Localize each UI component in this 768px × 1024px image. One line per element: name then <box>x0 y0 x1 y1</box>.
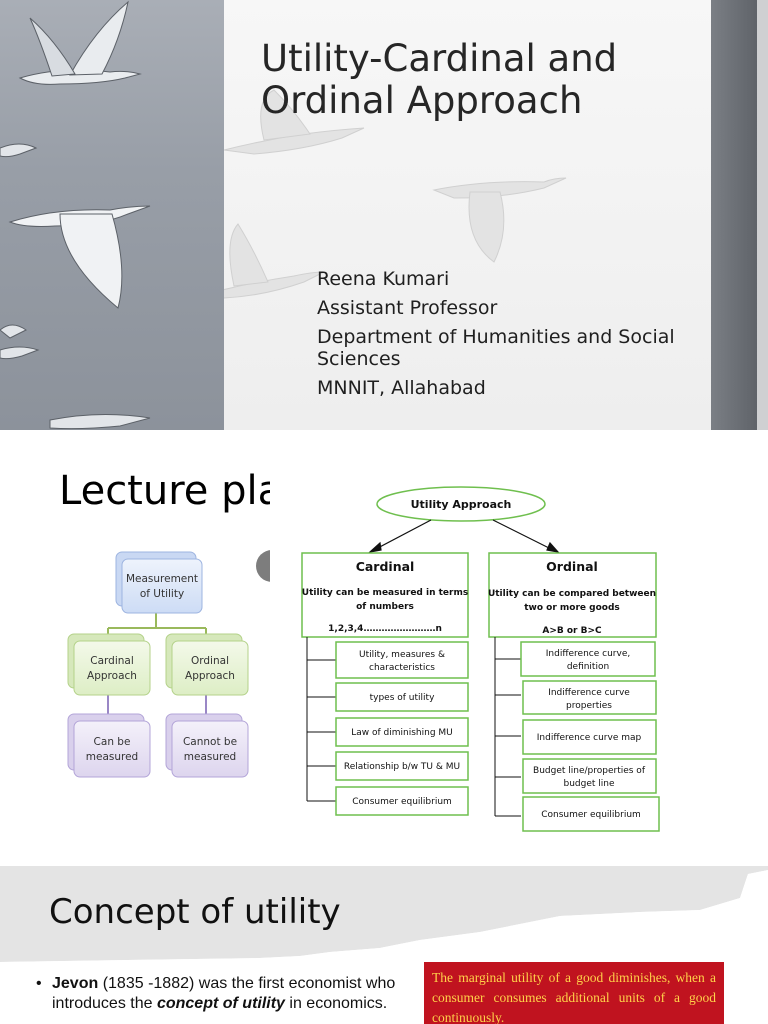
author-name: Reena Kumari <box>317 268 450 290</box>
chart-node-root: Measurement of Utility <box>115 551 203 614</box>
cardinal-item-4: Relationship b/w TU & MU <box>344 762 460 772</box>
flying-birds-image <box>0 0 151 430</box>
marginal-utility-quote: The marginal utility of a good diminishe… <box>424 962 724 1024</box>
node-text: measured <box>184 751 236 763</box>
ordinal-desc: two or more goods <box>524 603 620 613</box>
title-slide: Utility-Cardinal and Ordinal Approach Re… <box>0 0 768 430</box>
faded-birds-image <box>212 89 567 299</box>
side-edge <box>757 0 768 430</box>
cardinal-box: Cardinal Utility can be measured in term… <box>301 552 469 638</box>
bullet-point: • Jevon (1835 -1882) was the first econo… <box>36 974 396 1014</box>
node-text: Ordinal <box>191 655 229 667</box>
title-line-1: Utility-Cardinal and <box>261 37 618 80</box>
diagram-root-label: Utility Approach <box>411 498 512 511</box>
concept-of-utility-slide: Concept of utility • Jevon (1835 -1882) … <box>0 840 768 1024</box>
chart-node-cannot-be-measured: Cannot be measured <box>165 713 249 778</box>
cardinal-item-1: characteristics <box>369 663 435 673</box>
ordinal-box: Ordinal Utility can be compared between … <box>488 552 657 638</box>
ordinal-item-1: definition <box>567 662 609 672</box>
ordinal-item-1: Indifference curve, <box>546 649 630 659</box>
node-text: Cardinal <box>90 655 134 667</box>
utility-approach-card: Utility Approach Cardinal Utility can be… <box>270 470 685 840</box>
chart-node-can-be-measured: Can be measured <box>67 713 151 778</box>
ordinal-desc: Utility can be compared between <box>488 589 656 599</box>
cardinal-example: 1,2,3,4……………………n <box>328 624 442 634</box>
cardinal-item-1: Utility, measures & <box>359 650 445 660</box>
lecture-plan-slide: Lecture plan Measurement of Utility <box>0 430 768 840</box>
author-institute: MNNIT, Allahabad <box>317 377 486 399</box>
slide-title: Lecture plan <box>59 468 308 514</box>
title-background <box>212 0 711 430</box>
utility-measurement-chart: Measurement of Utility Cardinal Approach… <box>67 551 249 778</box>
node-text: measured <box>86 751 138 763</box>
chart-node-ordinal: Ordinal Approach <box>165 633 249 696</box>
chart-node-cardinal: Cardinal Approach <box>67 633 151 696</box>
bullet-bold-name: Jevon <box>52 975 99 992</box>
ordinal-heading: Ordinal <box>546 559 598 574</box>
node-text: Approach <box>185 670 235 682</box>
utility-approach-diagram: Utility Approach Cardinal Utility can be… <box>301 486 660 832</box>
author-info: Reena Kumari Assistant Professor Departm… <box>317 268 707 406</box>
node-text: Cannot be <box>183 736 237 748</box>
cardinal-item-2: types of utility <box>370 693 435 703</box>
birds-photo <box>0 0 224 430</box>
cardinal-desc: of numbers <box>356 602 414 612</box>
slide-title: Concept of utility <box>49 892 341 932</box>
bullet-text: Jevon (1835 -1882) was the first economi… <box>52 974 396 1014</box>
node-text: of Utility <box>140 588 184 600</box>
ordinal-item-4: budget line <box>563 779 614 789</box>
ordinal-item-4: Budget line/properties of <box>533 766 646 776</box>
ordinal-item-3: Indifference curve map <box>537 733 642 743</box>
title-line-2: Ordinal Approach <box>261 79 583 122</box>
ordinal-example: A>B or B>C <box>542 626 602 636</box>
bullet-text-part: in economics. <box>284 995 388 1012</box>
ordinal-item-2: Indifference curve <box>548 688 630 698</box>
cardinal-item-3: Law of diminishing MU <box>351 728 453 738</box>
bullet-text-part: (1835 -1882) was the first economist who… <box>52 975 396 1012</box>
author-position: Assistant Professor <box>317 297 498 319</box>
presentation-title: Utility-Cardinal and Ordinal Approach <box>261 38 701 122</box>
diagram-root-node <box>376 486 546 522</box>
cardinal-item-5: Consumer equilibrium <box>352 797 452 807</box>
cardinal-heading: Cardinal <box>356 559 415 574</box>
node-text: Measurement <box>126 573 198 585</box>
bullet-italic-term: concept of utility <box>156 995 285 1012</box>
node-text: Approach <box>87 670 137 682</box>
author-department: Department of Humanities and Social Scie… <box>317 326 675 370</box>
ordinal-item-2: properties <box>566 701 612 711</box>
bullet-marker: • <box>36 975 42 992</box>
cardinal-desc: Utility can be measured in terms <box>302 588 468 598</box>
side-decoration-bar <box>711 0 757 430</box>
node-text: Can be <box>94 736 131 748</box>
ordinal-item-5: Consumer equilibrium <box>541 810 641 820</box>
